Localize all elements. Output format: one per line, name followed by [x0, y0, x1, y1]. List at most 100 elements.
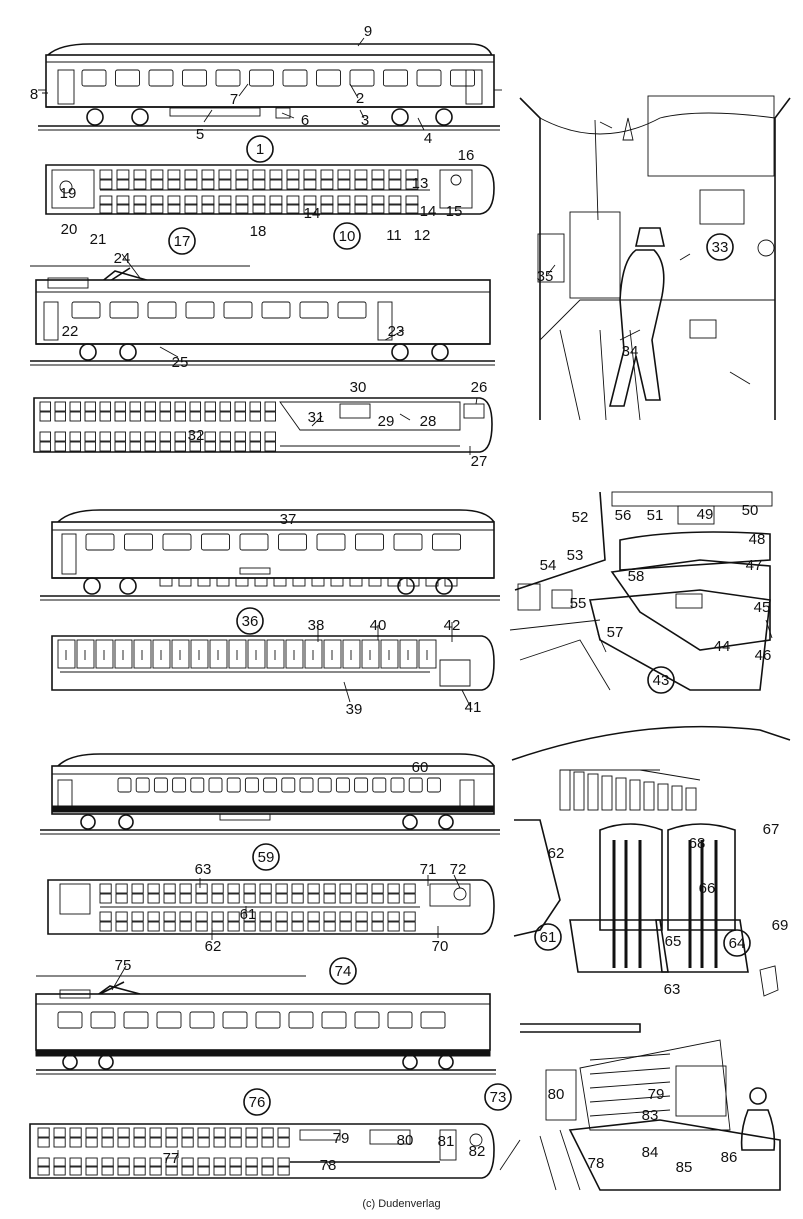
- seat: [227, 911, 240, 922]
- berth: [114, 639, 133, 669]
- seat: [159, 401, 171, 412]
- window: [123, 1011, 149, 1029]
- seat: [403, 921, 416, 932]
- skirt-panel: [330, 577, 344, 587]
- coach-24-side-view: [30, 265, 495, 366]
- berth: [285, 639, 304, 669]
- seat: [149, 1127, 162, 1138]
- label-14b: 14: [420, 203, 437, 220]
- seat: [39, 441, 51, 452]
- seat: [354, 195, 368, 206]
- label-47: 47: [746, 557, 763, 574]
- seat: [235, 179, 249, 190]
- seat: [388, 179, 402, 190]
- seat: [39, 431, 51, 442]
- seat: [174, 441, 186, 452]
- skirt-panel: [216, 577, 230, 587]
- seat: [286, 195, 300, 206]
- label-1: 1: [256, 141, 264, 158]
- seat: [291, 883, 304, 894]
- seat: [355, 893, 368, 904]
- seat: [235, 169, 249, 180]
- seat: [101, 1137, 114, 1148]
- seat: [167, 169, 181, 180]
- seat: [144, 441, 156, 452]
- seat: [307, 921, 320, 932]
- seat: [252, 195, 266, 206]
- label-70: 70: [432, 938, 449, 955]
- label-49: 49: [697, 506, 714, 523]
- label-40: 40: [370, 617, 387, 634]
- seat: [245, 1157, 258, 1168]
- window: [354, 777, 369, 793]
- seat: [229, 1157, 242, 1168]
- window: [117, 777, 132, 793]
- seat: [167, 195, 181, 206]
- label-34: 34: [622, 343, 639, 360]
- label-22: 22: [62, 323, 79, 340]
- seat: [115, 893, 128, 904]
- window: [85, 533, 115, 551]
- seat: [69, 1137, 82, 1148]
- label-84: 84: [642, 1144, 659, 1161]
- berth: [399, 639, 418, 669]
- seat: [243, 893, 256, 904]
- seat: [277, 1165, 290, 1176]
- label-80a: 80: [397, 1132, 414, 1149]
- seat: [387, 883, 400, 894]
- seat: [150, 203, 164, 214]
- seat: [405, 195, 419, 206]
- seat: [371, 921, 384, 932]
- label-54: 54: [540, 557, 557, 574]
- seat: [181, 1137, 194, 1148]
- distant-seat: [657, 783, 669, 811]
- seat: [179, 911, 192, 922]
- seat: [303, 195, 317, 206]
- seat: [243, 911, 256, 922]
- window: [156, 1011, 182, 1029]
- berth: [361, 639, 380, 669]
- window: [299, 777, 314, 793]
- distant-seat: [629, 779, 641, 811]
- skirt-panel: [273, 577, 287, 587]
- copyright-notice: (c) Dudenverlag: [362, 1198, 441, 1210]
- berth: [380, 639, 399, 669]
- label-8: 8: [30, 86, 38, 103]
- seat: [184, 179, 198, 190]
- seat: [116, 203, 130, 214]
- seat: [387, 893, 400, 904]
- skirt-panel: [178, 577, 192, 587]
- coach-26-plan: [33, 397, 493, 453]
- seat: [269, 195, 283, 206]
- seat: [114, 441, 126, 452]
- label-85: 85: [676, 1159, 693, 1176]
- coach-61-plan: [47, 879, 495, 935]
- label-78a: 78: [320, 1157, 337, 1174]
- skirt-panel: [254, 577, 268, 587]
- seat: [54, 441, 66, 452]
- window: [288, 1011, 314, 1029]
- seat: [269, 203, 283, 214]
- window: [244, 777, 259, 793]
- distant-seat: [573, 771, 585, 811]
- seat: [116, 169, 130, 180]
- seat: [337, 195, 351, 206]
- seat: [189, 431, 201, 442]
- window: [239, 533, 269, 551]
- label-9: 9: [364, 23, 372, 40]
- window: [81, 69, 107, 87]
- seat: [159, 411, 171, 422]
- seat: [179, 921, 192, 932]
- window: [226, 777, 241, 793]
- seat: [85, 1127, 98, 1138]
- seat: [184, 203, 198, 214]
- seat: [286, 203, 300, 214]
- seat: [85, 1165, 98, 1176]
- seat: [355, 883, 368, 894]
- seat: [213, 1157, 226, 1168]
- label-15: 15: [446, 203, 463, 220]
- berth: [342, 639, 361, 669]
- seat: [189, 411, 201, 422]
- window: [432, 533, 461, 551]
- seat: [371, 911, 384, 922]
